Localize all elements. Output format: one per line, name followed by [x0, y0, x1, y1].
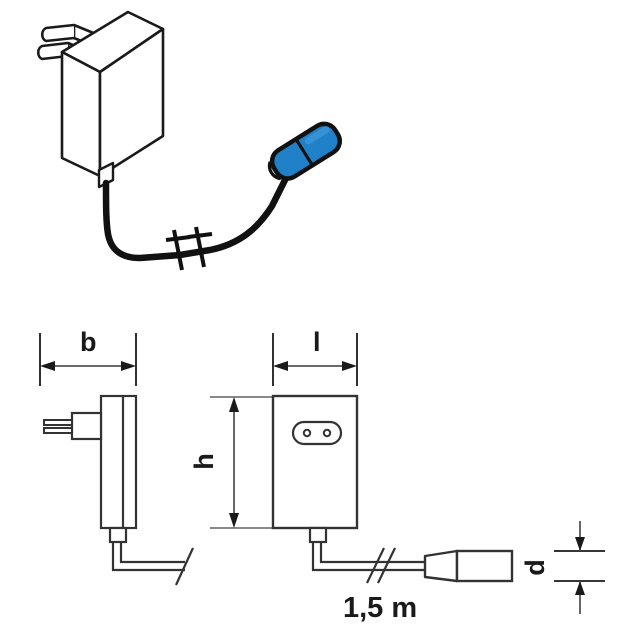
dim-b-arrow-left	[40, 361, 55, 371]
front-cable-break-marks	[366, 547, 396, 584]
cable-length-label: 1,5 m	[343, 592, 418, 624]
front-pin-hole-right	[322, 428, 332, 438]
dimension-label-h: h	[188, 453, 219, 470]
side-cable-break-mark	[175, 547, 194, 586]
isometric-view	[36, 10, 342, 271]
dimension-h-group	[210, 396, 272, 529]
side-cable	[111, 542, 185, 572]
iso-dc-connector	[267, 121, 342, 181]
front-cable	[311, 542, 425, 572]
iso-cable	[102, 172, 291, 262]
dim-l-arrow-left	[273, 361, 288, 371]
front-view	[271, 394, 514, 584]
side-pin-lower	[43, 427, 73, 434]
front-socket-recess	[291, 420, 343, 446]
dimension-l-group	[272, 333, 358, 386]
dimension-label-l: l	[313, 327, 321, 357]
dimension-b-group	[39, 333, 137, 386]
side-view	[43, 394, 194, 586]
iso-body-front-face	[98, 27, 165, 178]
side-cable-relief	[108, 526, 128, 544]
dim-h-arrow-bottom	[229, 513, 239, 528]
dim-b-arrow-right	[121, 361, 136, 371]
dim-d-arrow-bottom	[575, 581, 585, 595]
iso-cable-break-marks	[165, 226, 213, 271]
front-pin-hole-left	[302, 428, 312, 438]
dimension-label-b: b	[80, 327, 97, 357]
dim-h-arrow-top	[229, 397, 239, 412]
side-pin-upper	[43, 419, 73, 426]
dimension-d-group	[554, 521, 605, 614]
dim-d-arrow-top	[575, 537, 585, 551]
dc-connector-taper	[423, 549, 459, 583]
dc-connector-body	[455, 549, 514, 583]
iso-cable-strain-relief	[97, 161, 115, 189]
side-body-outline	[99, 394, 138, 530]
side-pin-base	[70, 411, 103, 441]
front-cable-relief	[308, 526, 328, 544]
front-body-outline	[271, 394, 359, 530]
dimension-label-d: d	[519, 559, 550, 576]
iso-body-left-face	[60, 50, 102, 178]
dim-l-arrow-right	[342, 361, 357, 371]
